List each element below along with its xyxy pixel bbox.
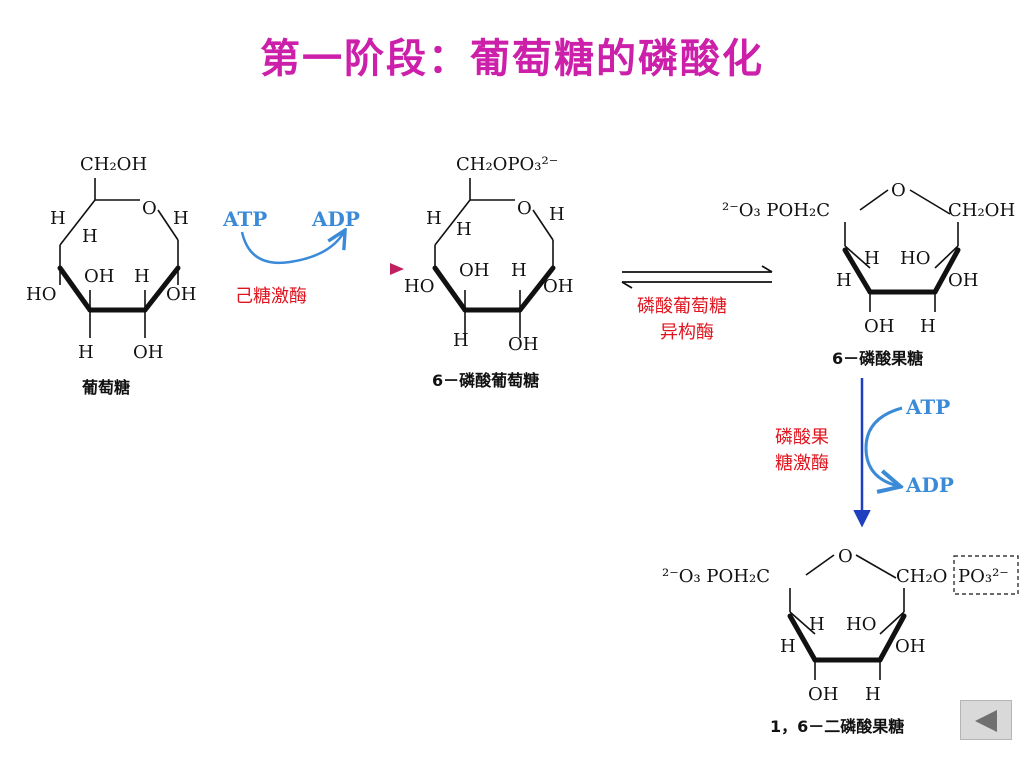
atp-adp-curve-2: [864, 406, 902, 486]
f16bp-structure: ²⁻O₃ POH₂C O CH₂O PO₃²⁻ H HO H OH OH H 1…: [662, 546, 1019, 736]
glucose-oh1: OH: [84, 266, 114, 287]
glucose-label: 葡萄糖: [81, 378, 130, 397]
glucose-oh2: OH: [166, 284, 196, 305]
g6p-oh1: OH: [459, 260, 489, 281]
isomerase-reaction: 磷酸葡萄糖 异构酶: [621, 265, 773, 343]
g6p-ring-oxygen: O: [517, 198, 532, 219]
hexokinase-reaction: ATP ADP 己糖激酶: [222, 207, 404, 307]
f16bp-right-group-b: PO₃²⁻: [958, 566, 1009, 587]
g6p-bottom-oh: OH: [508, 334, 538, 355]
adp-label-2: ADP: [905, 473, 954, 497]
g6p-h4: H: [511, 260, 527, 281]
glucose-bottom-h: H: [78, 342, 94, 363]
f16bp-bottom-h: H: [865, 684, 881, 705]
hexokinase-label: 己糖激酶: [235, 286, 307, 307]
f6p-oh1: OH: [948, 270, 978, 291]
g6p-ho: HO: [404, 276, 434, 297]
back-arrow-icon: [975, 710, 997, 732]
g6p-bottom-h: H: [453, 330, 469, 351]
f16bp-ho: HO: [846, 614, 876, 635]
glucose-structure: CH₂OH O H H H OH H OH HO H OH 葡萄糖: [26, 154, 196, 397]
g6p-label: 6－磷酸葡萄糖: [432, 371, 539, 390]
f16bp-h1: H: [809, 614, 825, 635]
f6p-left-group: ²⁻O₃ POH₂C: [722, 200, 830, 221]
g6p-oh2: OH: [543, 276, 573, 297]
g6p-structure: CH₂OPO₃²⁻ O H H H OH H OH HO H OH 6－磷酸葡萄…: [404, 154, 573, 390]
glucose-h2: H: [82, 226, 98, 247]
glucose-h1: H: [50, 208, 66, 229]
glucose-ho: HO: [26, 284, 56, 305]
pfk-reaction: ATP ADP 磷酸果 糖激酶: [775, 378, 954, 528]
f6p-structure: ²⁻O₃ POH₂C O CH₂OH H HO H OH OH H 6－磷酸果糖: [722, 180, 1015, 368]
g6p-top-group: CH₂OPO₃²⁻: [456, 154, 558, 175]
glucose-ring-oxygen: O: [142, 198, 157, 219]
f16bp-ring-oxygen: O: [838, 546, 853, 567]
f16bp-left-group: ²⁻O₃ POH₂C: [662, 566, 770, 587]
slide-title: 第一阶段：葡萄糖的磷酸化: [260, 36, 764, 82]
glucose-bottom-oh: OH: [133, 342, 163, 363]
f16bp-bottom-oh: OH: [808, 684, 838, 705]
f6p-ho: HO: [900, 248, 930, 269]
f6p-ring-oxygen: O: [891, 180, 906, 201]
pfk-label-line2: 糖激酶: [775, 453, 829, 474]
adp-label-1: ADP: [311, 207, 360, 231]
f6p-bottom-oh: OH: [864, 316, 894, 337]
pfk-label-line1: 磷酸果: [775, 427, 829, 448]
isomerase-label-line1: 磷酸葡萄糖: [637, 296, 727, 317]
f6p-label: 6－磷酸果糖: [832, 349, 923, 368]
f16bp-right-group-a: CH₂O: [896, 566, 947, 587]
f16bp-label: 1，6－二磷酸果糖: [770, 717, 904, 736]
glucose-h4: H: [134, 266, 150, 287]
g6p-h1: H: [426, 208, 442, 229]
isomerase-label-line2: 异构酶: [660, 322, 714, 343]
f6p-bottom-h: H: [920, 316, 936, 337]
f16bp-h2: H: [780, 636, 796, 657]
atp-adp-curve-1: [240, 232, 344, 265]
g6p-h2: H: [456, 219, 472, 240]
f6p-right-group: CH₂OH: [948, 200, 1015, 221]
glucose-top-group: CH₂OH: [80, 154, 147, 175]
atp-label-1: ATP: [222, 207, 267, 231]
f6p-h2: H: [836, 270, 852, 291]
atp-label-2: ATP: [905, 395, 950, 419]
g6p-h3: H: [549, 204, 565, 225]
f6p-h1: H: [864, 248, 880, 269]
glucose-h3: H: [173, 208, 189, 229]
back-button[interactable]: [960, 700, 1012, 740]
phosphate-highlight-box: [953, 555, 1019, 595]
f16bp-oh1: OH: [895, 636, 925, 657]
